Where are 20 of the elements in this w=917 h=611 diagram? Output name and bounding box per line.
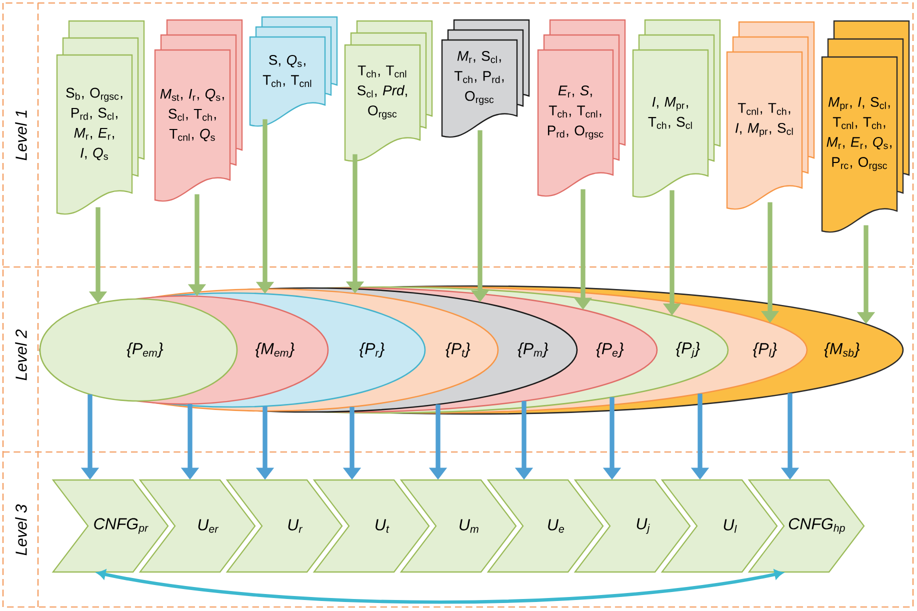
chevron-step: U$_{t}$ (312, 479, 430, 573)
chevron-step: U$_{j}$ (574, 479, 691, 573)
chevron-step: U$_{l}$ (660, 479, 778, 573)
arrow (96, 570, 784, 604)
document-stack: M$_{pr}$, I, S$_{cl}$, T$_{cnl}$, T$_{ch}$, M$_{r}$, E$_{r}$, Q$_{s}$, P$_{rc}$, O$_{rgsc}$ (821, 20, 910, 233)
document-stack: M$_{st}$, I$_{r}$, Q$_{s}$, S$_{cl}$, T$_{ch}$, T$_{cnl}$, Q$_{s}$ (154, 19, 243, 202)
chevron-step: U$_{e}$ (486, 479, 604, 573)
chevron-step: U$_{r}$ (226, 479, 343, 573)
level-label: Level 3 (15, 504, 27, 556)
chevron-step: U$_{m}$ (400, 479, 517, 573)
chevron-step: CNFG$_{hp}$ (748, 479, 865, 573)
level-label: Level 1 (15, 110, 27, 160)
document-stack: E$_{r}$, S, T$_{ch}$, T$_{cnl}$, P$_{rd}$, O$_{rgsc}$ (537, 19, 626, 197)
document-stack: M$_{r}$, S$_{cl}$, T$_{ch}$, P$_{rd}$, O$_{rgsc}$ (441, 19, 530, 138)
document-stack: S$_{b}$, O$_{rgsc}$, P$_{rd}$, S$_{cl}$, M$_{r}$, E$_{r}$, I, Q$_{s}$ (56, 20, 145, 215)
chevron-step: CNFG$_{pr}$ (52, 479, 169, 573)
document-stack: T$_{cnl}$, T$_{ch}$, I, M$_{pr}$, S$_{cl}$ (726, 21, 815, 210)
document-stack: T$_{ch}$, T$_{cnl}$ S$_{cl}$, Prd, O$_{rgsc}$ (344, 20, 433, 162)
document-stack: S, Q$_{s}$, T$_{ch}$, T$_{cnl}$ (249, 16, 338, 127)
document-stack: I, M$_{pr}$, T$_{ch}$, S$_{cl}$ (632, 19, 721, 198)
